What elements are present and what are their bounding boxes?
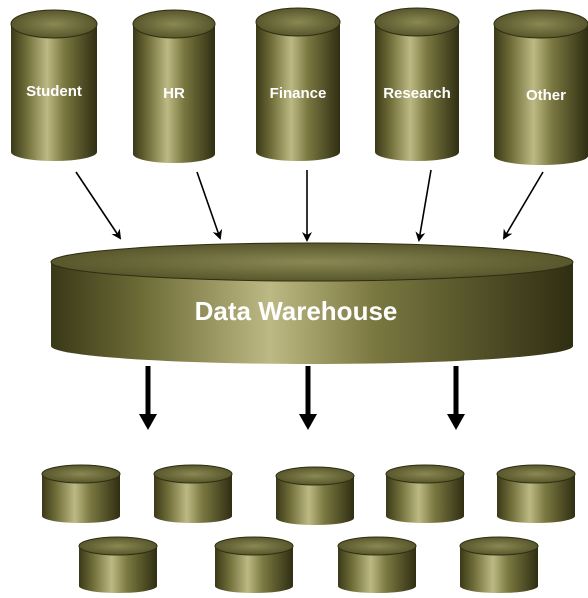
source-cylinder-research: Research xyxy=(374,7,460,161)
data-mart-cylinder xyxy=(459,536,539,593)
output-arrows xyxy=(139,366,465,430)
source-databases: Student HR Finance Research Other xyxy=(10,7,588,165)
source-label-other: Other xyxy=(526,87,566,104)
data-mart-cylinder xyxy=(41,464,121,523)
arrow-research-to-warehouse xyxy=(415,169,432,242)
source-label-research: Research xyxy=(383,85,451,102)
arrow-student-to-warehouse xyxy=(75,171,122,240)
source-label-finance: Finance xyxy=(270,85,327,102)
data-mart-cylinder xyxy=(214,536,294,593)
arrow-hr-to-warehouse xyxy=(196,171,223,240)
source-cylinder-other: Other xyxy=(493,9,588,165)
source-cylinder-student: Student xyxy=(10,9,98,161)
data-mart-cylinder xyxy=(385,464,465,523)
data-mart-cylinder xyxy=(496,464,576,523)
source-label-hr: HR xyxy=(163,85,185,102)
data-mart-cylinder xyxy=(153,464,233,523)
data-mart-cylinder xyxy=(337,536,417,593)
arrow-other-to-warehouse xyxy=(502,171,544,240)
warehouse-label: Data Warehouse xyxy=(195,296,398,326)
data-mart-cylinder xyxy=(78,536,158,593)
input-arrows xyxy=(75,169,544,242)
source-label-student: Student xyxy=(26,83,82,100)
data-marts-row-1 xyxy=(41,464,576,525)
data-marts-row-2 xyxy=(78,536,539,593)
data-mart-cylinder xyxy=(275,466,355,525)
source-cylinder-hr: HR xyxy=(132,9,216,163)
source-cylinder-finance: Finance xyxy=(255,7,341,161)
data-warehouse-disk: Data Warehouse xyxy=(50,242,574,364)
